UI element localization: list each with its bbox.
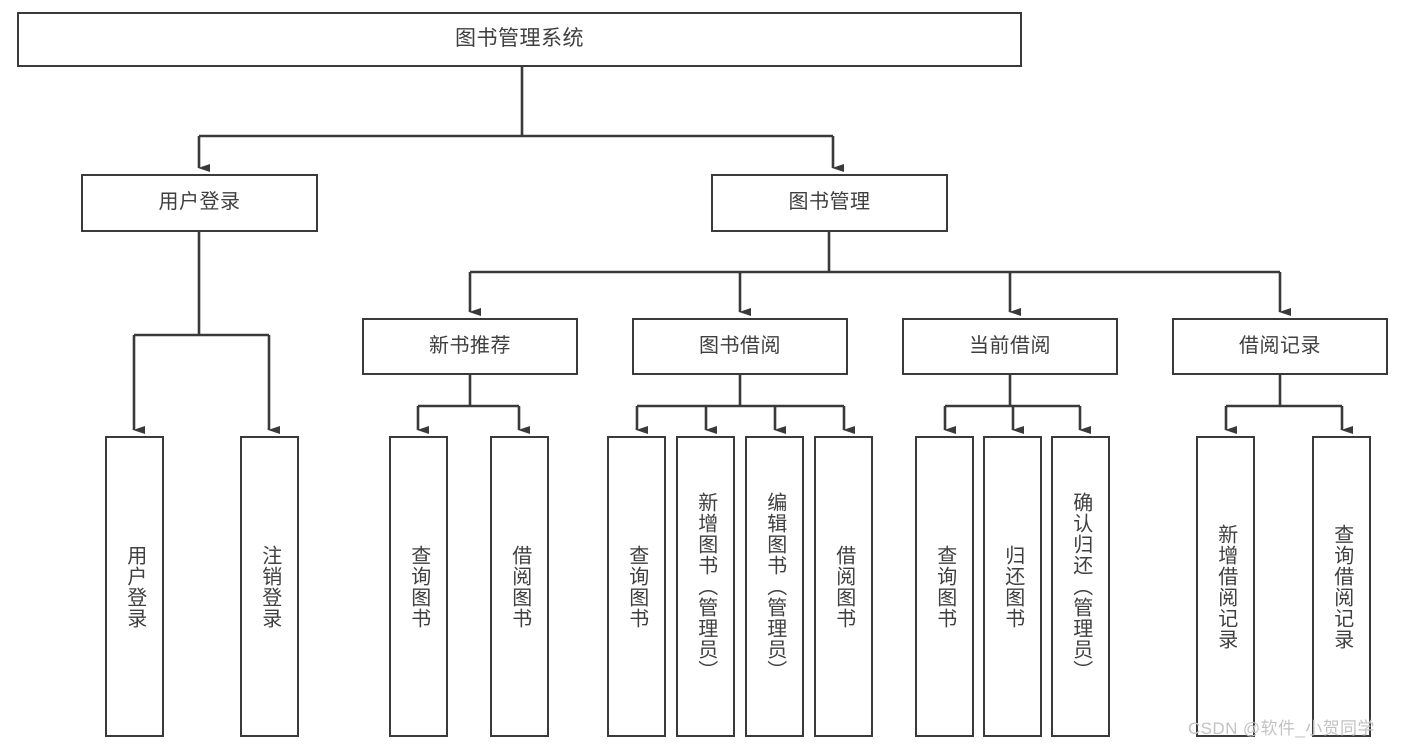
node-leaf-confirm-return-label: 确认归还（管理员） <box>1069 492 1092 681</box>
node-leaf-borrow-book-1-label: 借阅图书 <box>508 544 531 629</box>
node-leaf-user-login[interactable]: 用户登录 <box>105 436 164 737</box>
node-current-borrow-label: 当前借阅 <box>969 334 1051 357</box>
node-leaf-edit-book-label: 编辑图书（管理员） <box>763 492 786 681</box>
node-leaf-user-logout-label: 注销登录 <box>258 544 281 629</box>
node-borrow-record[interactable]: 借阅记录 <box>1172 318 1388 375</box>
node-leaf-user-logout[interactable]: 注销登录 <box>240 436 299 737</box>
node-leaf-query-book-2[interactable]: 查询图书 <box>607 436 666 737</box>
node-leaf-borrow-book-2[interactable]: 借阅图书 <box>814 436 873 737</box>
csdn-watermark: CSDN @软件_小贺同学 <box>1188 719 1375 738</box>
node-root-system-label: 图书管理系统 <box>455 27 584 51</box>
node-book-management[interactable]: 图书管理 <box>711 174 948 232</box>
node-leaf-add-book[interactable]: 新增图书（管理员） <box>676 436 735 737</box>
node-book-management-label: 图书管理 <box>788 191 871 214</box>
node-root-system[interactable]: 图书管理系统 <box>17 12 1022 67</box>
node-leaf-edit-book[interactable]: 编辑图书（管理员） <box>745 436 804 737</box>
node-leaf-query-book-3[interactable]: 查询图书 <box>915 436 974 737</box>
node-leaf-query-book-3-label: 查询图书 <box>933 544 956 629</box>
node-leaf-query-record-label: 查询借阅记录 <box>1330 523 1353 650</box>
node-book-borrow-label: 图书借阅 <box>699 334 781 357</box>
node-leaf-user-login-label: 用户登录 <box>123 544 146 629</box>
node-user-login[interactable]: 用户登录 <box>81 174 318 232</box>
node-current-borrow[interactable]: 当前借阅 <box>902 318 1118 375</box>
node-user-login-label: 用户登录 <box>158 191 241 214</box>
node-book-borrow[interactable]: 图书借阅 <box>632 318 848 375</box>
node-borrow-record-label: 借阅记录 <box>1239 334 1321 357</box>
node-leaf-query-book-1-label: 查询图书 <box>407 544 430 629</box>
node-leaf-query-book-2-label: 查询图书 <box>625 544 648 629</box>
node-new-book-recommend-label: 新书推荐 <box>429 334 511 357</box>
node-leaf-confirm-return[interactable]: 确认归还（管理员） <box>1051 436 1110 737</box>
node-leaf-add-book-label: 新增图书（管理员） <box>694 492 717 681</box>
node-leaf-add-record[interactable]: 新增借阅记录 <box>1196 436 1255 737</box>
node-new-book-recommend[interactable]: 新书推荐 <box>362 318 578 375</box>
node-leaf-borrow-book-1[interactable]: 借阅图书 <box>490 436 549 737</box>
node-leaf-return-book[interactable]: 归还图书 <box>983 436 1042 737</box>
node-leaf-borrow-book-2-label: 借阅图书 <box>832 544 855 629</box>
node-leaf-query-record[interactable]: 查询借阅记录 <box>1312 436 1371 737</box>
node-leaf-add-record-label: 新增借阅记录 <box>1214 523 1237 650</box>
node-leaf-query-book-1[interactable]: 查询图书 <box>389 436 448 737</box>
node-leaf-return-book-label: 归还图书 <box>1001 544 1024 629</box>
